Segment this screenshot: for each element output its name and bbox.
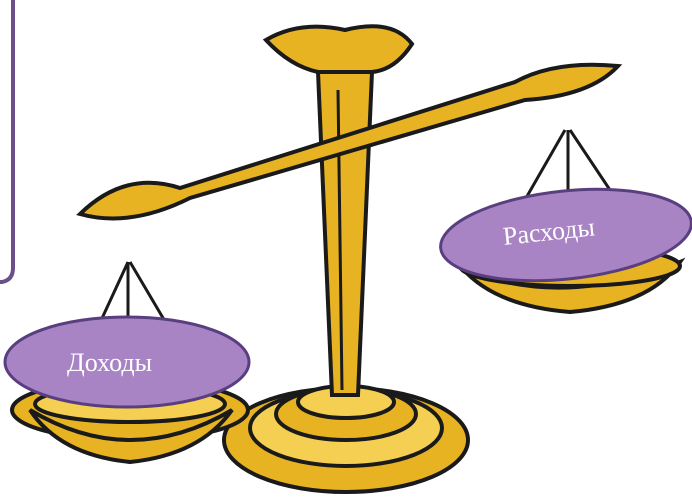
income-badge (3, 315, 251, 409)
scale-base (222, 384, 470, 494)
scale-post (315, 70, 375, 397)
scale-beam (76, 62, 623, 221)
expenses-badge (439, 187, 692, 283)
scale-top-cap (262, 24, 415, 74)
frame-line (0, 0, 15, 284)
